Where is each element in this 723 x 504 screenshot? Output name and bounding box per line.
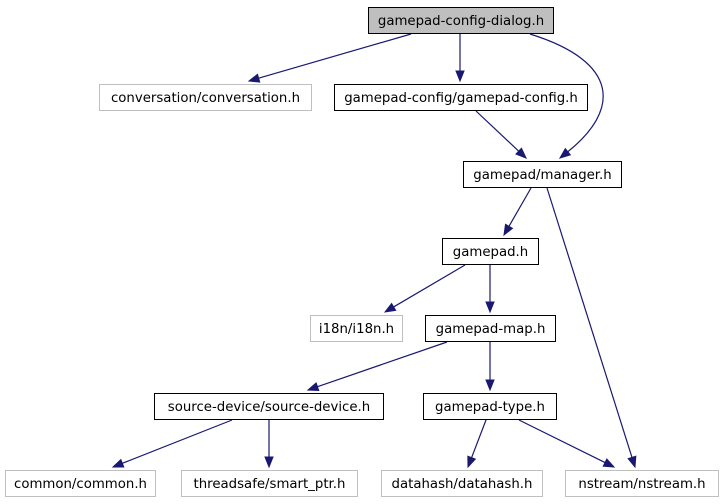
node-gamepad-map[interactable]: gamepad-map.h bbox=[425, 315, 556, 342]
edge-source-device-to-smart-ptr bbox=[264, 420, 274, 469]
node-box bbox=[99, 84, 312, 111]
arrowhead bbox=[111, 458, 125, 468]
node-label: common/common.h bbox=[14, 477, 147, 492]
node-box bbox=[423, 393, 557, 420]
node-label: gamepad/manager.h bbox=[473, 168, 611, 183]
arrowhead bbox=[515, 147, 527, 159]
node-box bbox=[425, 315, 556, 342]
node-box bbox=[368, 7, 554, 34]
edge-manager-to-nstream bbox=[546, 187, 637, 469]
node-gamepad-config[interactable]: gamepad-config/gamepad-config.h bbox=[334, 84, 588, 111]
node-label: gamepad-map.h bbox=[436, 322, 546, 337]
edge-gamepad-to-gamepad-map bbox=[485, 265, 495, 314]
arrowhead bbox=[503, 223, 514, 237]
edge-source-device-to-common bbox=[111, 419, 233, 468]
node-gamepad-type[interactable]: gamepad-type.h bbox=[423, 393, 557, 420]
node-label: datahash/datahash.h bbox=[392, 477, 533, 492]
node-box bbox=[442, 238, 539, 265]
edge-root-to-gamepad-config bbox=[455, 34, 465, 83]
node-box bbox=[565, 470, 719, 497]
node-label: gamepad-type.h bbox=[435, 400, 545, 415]
node-label: conversation/conversation.h bbox=[111, 91, 300, 106]
node-conversation: conversation/conversation.h bbox=[99, 84, 312, 111]
node-label: threadsafe/smart_ptr.h bbox=[194, 477, 346, 492]
arrowhead bbox=[602, 458, 616, 468]
node-common: common/common.h bbox=[5, 470, 156, 497]
arrowhead bbox=[247, 73, 261, 83]
edge-gamepad-map-to-source-device bbox=[306, 341, 448, 392]
node-box bbox=[5, 470, 156, 497]
edge-line bbox=[122, 419, 233, 464]
edge-line bbox=[258, 33, 412, 79]
node-nstream: nstream/nstream.h bbox=[565, 470, 719, 497]
node-label: i18n/i18n.h bbox=[319, 322, 394, 337]
nodes-layer: gamepad-config-dialog.h conversation/conv… bbox=[5, 7, 719, 497]
node-i18n: i18n/i18n.h bbox=[310, 315, 403, 342]
edge-gamepad-type-to-datahash bbox=[467, 419, 487, 469]
arrowhead bbox=[467, 455, 477, 469]
edge-line bbox=[508, 187, 532, 227]
arrowhead bbox=[306, 382, 320, 392]
arrowhead bbox=[383, 302, 397, 313]
edge-line bbox=[518, 419, 606, 464]
edge-line bbox=[546, 187, 633, 458]
node-label: gamepad.h bbox=[453, 245, 528, 260]
edge-gamepad-config-to-manager bbox=[475, 110, 527, 159]
arrowhead bbox=[455, 70, 465, 83]
node-label: gamepad-config-dialog.h bbox=[378, 14, 544, 29]
edge-line bbox=[317, 341, 448, 388]
node-manager[interactable]: gamepad/manager.h bbox=[463, 161, 622, 188]
node-box bbox=[154, 393, 384, 420]
edge-manager-to-gamepad bbox=[503, 187, 532, 237]
node-label: nstream/nstream.h bbox=[578, 477, 705, 492]
node-box bbox=[381, 470, 543, 497]
edge-gamepad-map-to-gamepad-type bbox=[485, 342, 495, 392]
node-datahash: datahash/datahash.h bbox=[381, 470, 543, 497]
node-source-device[interactable]: source-device/source-device.h bbox=[154, 393, 384, 420]
edge-line bbox=[393, 264, 466, 308]
node-box bbox=[334, 84, 588, 111]
node-label: gamepad-config/gamepad-config.h bbox=[344, 91, 578, 106]
edges-layer bbox=[111, 33, 637, 469]
node-box bbox=[310, 315, 403, 342]
edge-gamepad-to-i18n bbox=[383, 264, 466, 313]
edge-gamepad-type-to-nstream bbox=[518, 419, 616, 468]
node-box bbox=[463, 161, 622, 188]
arrowhead bbox=[558, 147, 572, 159]
edge-root-to-manager bbox=[529, 33, 604, 159]
edge-root-to-conversation bbox=[247, 33, 412, 83]
node-box bbox=[181, 470, 358, 497]
node-label: source-device/source-device.h bbox=[168, 400, 370, 415]
arrowhead bbox=[264, 456, 274, 469]
edge-line bbox=[475, 110, 520, 152]
node-gamepad[interactable]: gamepad.h bbox=[442, 238, 539, 265]
node-root: gamepad-config-dialog.h bbox=[368, 7, 554, 34]
arrowhead bbox=[627, 455, 637, 469]
arrowhead bbox=[485, 379, 495, 392]
arrowhead bbox=[485, 301, 495, 314]
node-smart-ptr: threadsafe/smart_ptr.h bbox=[181, 470, 358, 497]
edge-line bbox=[471, 419, 487, 458]
edge-line bbox=[529, 33, 604, 153]
